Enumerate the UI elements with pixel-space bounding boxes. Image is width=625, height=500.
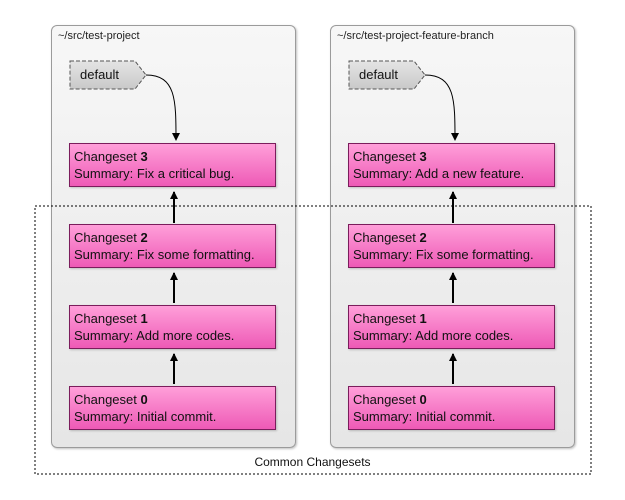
changeset-number: 1: [140, 311, 148, 326]
changeset-summary: Summary: Initial commit.: [353, 409, 496, 424]
changeset-node: Changeset 0 Summary: Initial commit.: [348, 386, 555, 430]
changeset-word: Changeset: [353, 230, 416, 245]
repo-title: ~/src/test-project-feature-branch: [337, 30, 494, 42]
changeset-number: 2: [140, 230, 148, 245]
changeset-node: Changeset 2 Summary: Fix some formatting…: [348, 224, 555, 268]
changeset-number: 2: [419, 230, 427, 245]
tag-shape-right: [348, 60, 426, 90]
changeset-word: Changeset: [74, 392, 137, 407]
changeset-summary: Summary: Add more codes.: [74, 328, 235, 343]
tag-label-right: default: [359, 67, 399, 82]
changeset-summary: Summary: Add a new feature.: [353, 166, 525, 181]
changeset-number: 0: [419, 392, 427, 407]
changeset-word: Changeset: [353, 392, 416, 407]
changeset-number: 3: [419, 149, 427, 164]
changeset-node: Changeset 1 Summary: Add more codes.: [348, 305, 555, 349]
changeset-summary: Summary: Fix a critical bug.: [74, 166, 235, 181]
common-changesets-label: Common Changesets: [254, 455, 371, 469]
changeset-node: Changeset 1 Summary: Add more codes.: [69, 305, 276, 349]
tag-shape-left: [69, 60, 147, 90]
changeset-node: Changeset 3 Summary: Add a new feature.: [348, 143, 555, 187]
changeset-number: 0: [140, 392, 148, 407]
tag-label-left: default: [80, 67, 120, 82]
changeset-node: Changeset 0 Summary: Initial commit.: [69, 386, 276, 430]
changeset-word: Changeset: [74, 311, 137, 326]
changeset-summary: Summary: Fix some formatting.: [74, 247, 255, 262]
changeset-number: 1: [419, 311, 427, 326]
changeset-word: Changeset: [74, 230, 137, 245]
changeset-number: 3: [140, 149, 148, 164]
changeset-word: Changeset: [74, 149, 137, 164]
changeset-word: Changeset: [353, 149, 416, 164]
repo-title: ~/src/test-project: [58, 30, 140, 42]
changeset-summary: Summary: Fix some formatting.: [353, 247, 534, 262]
changeset-summary: Summary: Add more codes.: [353, 328, 514, 343]
changeset-summary: Summary: Initial commit.: [74, 409, 217, 424]
tag-connector-left: [145, 74, 180, 141]
tag-connector-right: [424, 74, 459, 141]
common-changesets-box: [34, 205, 592, 475]
changeset-node: Changeset 3 Summary: Fix a critical bug.: [69, 143, 276, 187]
changeset-word: Changeset: [353, 311, 416, 326]
changeset-node: Changeset 2 Summary: Fix some formatting…: [69, 224, 276, 268]
